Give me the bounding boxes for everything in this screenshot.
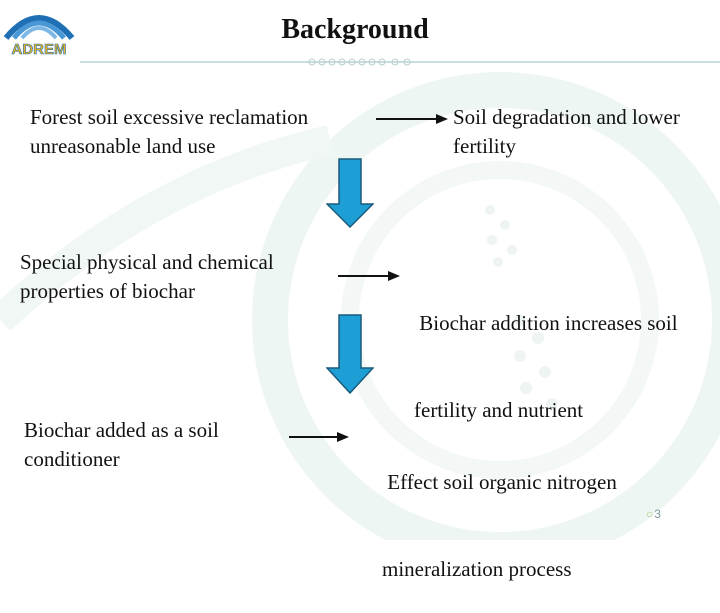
effect-text-3-line-1: Effect soil organic nitrogen [382,470,617,494]
title-divider [80,58,720,66]
page-number: ○3 [646,507,661,521]
effect-text-2-line-1: Biochar addition increases soil [414,311,678,335]
effect-text-1: Soil degradation and lower fertility [453,103,680,161]
cause-text-2-line-2: properties of biochar [20,279,195,303]
right-arrow-3 [289,432,349,442]
cause-text-2: Special physical and chemical properties… [20,248,274,306]
down-arrow-1 [326,158,374,228]
effect-text-2: Biochar addition increases soil fertilit… [414,251,678,454]
adrem-logo: ADREM [0,0,78,62]
effect-text-3-line-2: mineralization process [382,557,572,581]
cause-text-3: Biochar added as a soil conditioner [24,416,219,474]
effect-text-2-line-2: fertility and nutrient [414,398,584,422]
page-number-value: 3 [654,507,661,521]
effect-text-1-line-2: fertility [453,134,516,158]
cause-text-3-line-2: conditioner [24,447,120,471]
page-number-bullet-icon: ○ [646,507,654,521]
cause-text-1-line-2: unreasonable land use [30,134,216,158]
cause-text-3-line-1: Biochar added as a soil [24,418,219,442]
page-title: Background [281,14,429,45]
logo-text: ADREM [12,41,67,58]
cause-text-1: Forest soil excessive reclamation unreas… [30,103,308,161]
cause-text-1-line-1: Forest soil excessive reclamation [30,105,309,129]
right-arrow-2 [338,271,400,281]
effect-text-1-line-1: Soil degradation and lower [453,105,680,129]
effect-text-3: Effect soil organic nitrogen mineralizat… [382,410,617,613]
right-arrow-1 [376,114,448,124]
cause-text-2-line-1: Special physical and chemical [20,250,274,274]
down-arrow-2 [326,314,374,394]
